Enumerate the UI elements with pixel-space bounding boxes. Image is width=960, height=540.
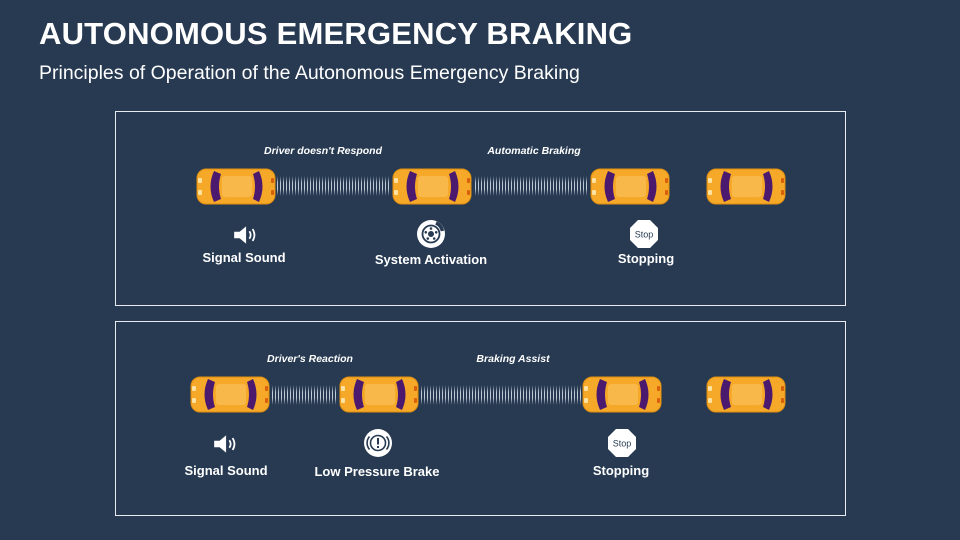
step-label: Stopping [592,463,650,478]
step-label: Low Pressure Brake [314,464,440,479]
phase-label: Driver's Reaction [267,353,353,365]
brake-warning-icon [364,429,392,457]
page-subtitle: Principles of Operation of the Autonomou… [39,62,580,84]
step-label: Signal Sound [202,250,286,265]
page-title: AUTONOMOUS EMERGENCY BRAKING [39,16,633,51]
phase-label: Driver doesn't Respond [263,145,383,157]
phase-label: Automatic Braking [487,145,581,157]
car-icon [190,376,270,413]
car-icon [582,376,662,413]
speaker-icon [232,224,258,246]
car-icon [706,168,786,205]
motion-trail [277,176,389,196]
step-label: Stopping [617,251,675,266]
car-icon [196,168,276,205]
car-icon [590,168,670,205]
stop-sign-text: Stop [635,230,654,240]
brake-disc-icon [417,220,445,248]
stop-sign-icon: Stop [630,220,658,248]
step-label: Signal Sound [184,463,268,478]
stop-sign-icon: Stop [608,429,636,457]
phase-label: Braking Assist [476,353,550,365]
motion-trail [272,385,337,405]
car-icon [339,376,419,413]
motion-trail [421,385,581,405]
panel-braking-assist: Driver's Reaction Braking Assist Signal … [115,321,846,516]
motion-trail [475,176,587,196]
panel-autonomous-braking: Driver doesn't Respond Automatic Braking… [115,111,846,306]
step-label: System Activation [374,252,488,267]
car-icon [706,376,786,413]
car-icon [392,168,472,205]
speaker-icon [212,433,238,455]
stop-sign-text: Stop [613,439,632,449]
